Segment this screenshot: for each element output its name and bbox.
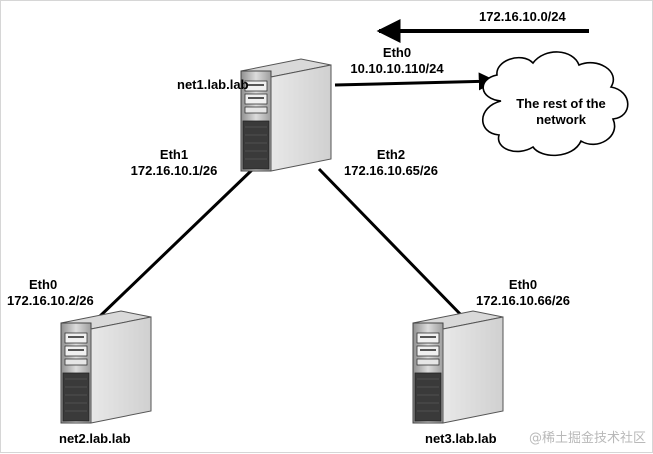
net1-eth2-ip: 172.16.10.65/26 <box>344 163 438 178</box>
watermark: @稀土掘金技术社区 <box>528 431 646 446</box>
server-net1-icon <box>240 58 332 172</box>
server-name-net1: net1.lab.lab <box>177 77 249 92</box>
cloud-label: The rest of the network <box>501 96 621 128</box>
link-net1-cloud-arrow <box>334 72 497 91</box>
net3-eth0-ip: 172.16.10.66/26 <box>476 293 570 308</box>
net1-eth0-ip: 10.10.10.110/24 <box>350 61 444 76</box>
cloud-icon <box>482 51 629 157</box>
server-net3-icon <box>412 310 504 424</box>
net2-eth0-block: Eth0 172.16.10.2/26 <box>7 277 133 309</box>
net1-eth2-name: Eth2 <box>376 147 406 162</box>
link-net1-net3 <box>317 167 467 321</box>
cloud-label-line2: network <box>536 112 586 127</box>
net1-eth1-block: Eth1 172.16.10.1/26 <box>119 147 229 179</box>
net1-eth1-ip: 172.16.10.1/26 <box>130 163 218 178</box>
route-label: 172.16.10.0/24 <box>479 9 566 24</box>
net2-eth0-name: Eth0 <box>29 277 58 292</box>
server-name-net3: net3.lab.lab <box>425 431 497 446</box>
net1-eth1-name: Eth1 <box>159 147 189 162</box>
server-net2-icon <box>60 310 152 424</box>
cloud-label-line1: The rest of the <box>516 96 606 111</box>
server-name-net2: net2.lab.lab <box>59 431 131 446</box>
net3-eth0-block: Eth0 172.16.10.66/26 <box>463 277 583 309</box>
net3-eth0-name: Eth0 <box>508 277 538 292</box>
net1-eth2-block: Eth2 172.16.10.65/26 <box>331 147 451 179</box>
net1-eth0-name: Eth0 <box>382 45 412 60</box>
link-net1-net2 <box>95 167 255 321</box>
net2-eth0-ip: 172.16.10.2/26 <box>7 293 94 308</box>
net1-eth0-block: Eth0 10.10.10.110/24 <box>337 45 457 77</box>
